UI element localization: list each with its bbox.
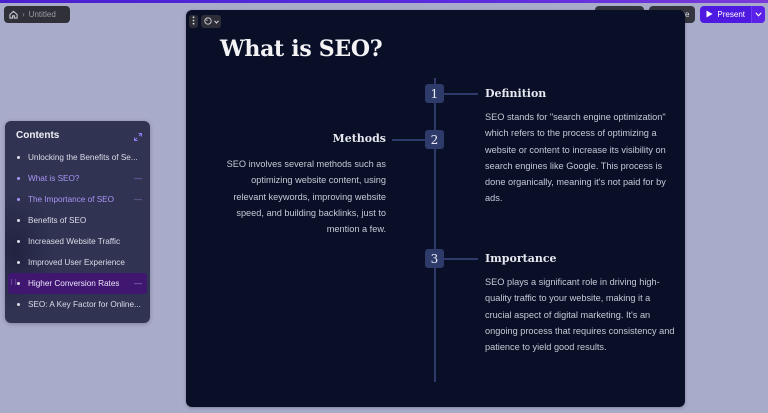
toc-item-label: The Importance of SEO bbox=[28, 195, 115, 204]
step-heading[interactable]: Definition bbox=[485, 87, 547, 100]
toc-item-label: Benefits of SEO bbox=[28, 216, 87, 225]
toc-item[interactable]: SEO: A Key Factor for Online... bbox=[5, 294, 150, 315]
toc-item-label: Increased Website Traffic bbox=[28, 237, 121, 246]
bullet-icon bbox=[17, 282, 20, 285]
step-body[interactable]: SEO plays a significant role in driving … bbox=[485, 277, 675, 353]
slide-menu-button[interactable] bbox=[189, 15, 198, 28]
present-label: Present bbox=[717, 10, 745, 19]
toc-item[interactable]: Improved User Experience bbox=[5, 252, 150, 273]
home-icon[interactable] bbox=[9, 10, 18, 19]
toc-item-active[interactable]: What is SEO? — bbox=[5, 168, 150, 189]
bullet-icon bbox=[17, 303, 20, 306]
palette-icon bbox=[203, 16, 212, 27]
timeline-line bbox=[434, 78, 436, 382]
bullet-icon bbox=[17, 261, 20, 264]
toc-title: Contents bbox=[16, 130, 60, 141]
step-heading[interactable]: Importance bbox=[485, 252, 557, 265]
present-button[interactable]: Present bbox=[700, 6, 751, 23]
step-number-badge: 2 bbox=[425, 130, 444, 149]
toc-item-label: SEO: A Key Factor for Online... bbox=[28, 300, 141, 309]
vertical-dots-icon bbox=[192, 16, 195, 27]
timeline-connector bbox=[444, 93, 478, 95]
table-of-contents-panel: Contents Unlocking the Benefits of Se...… bbox=[5, 121, 150, 323]
slide-theme-button[interactable] bbox=[201, 15, 221, 28]
chevron-right-icon: › bbox=[22, 10, 25, 19]
bullet-icon bbox=[17, 198, 20, 201]
toc-item[interactable]: Unlocking the Benefits of Se... bbox=[5, 147, 150, 168]
timeline-connector bbox=[392, 139, 426, 141]
step-body[interactable]: SEO stands for "search engine optimizati… bbox=[485, 112, 666, 204]
bullet-icon bbox=[17, 219, 20, 222]
play-icon bbox=[706, 10, 713, 20]
chevron-down-icon bbox=[213, 17, 219, 26]
bullet-icon bbox=[17, 177, 20, 180]
toc-item-active[interactable]: The Importance of SEO — bbox=[5, 189, 150, 210]
chevron-down-icon bbox=[755, 10, 762, 19]
expand-icon[interactable] bbox=[134, 128, 142, 141]
toc-list: Unlocking the Benefits of Se... What is … bbox=[5, 147, 150, 315]
toc-item-more-icon[interactable]: — bbox=[134, 174, 142, 183]
step-body[interactable]: SEO involves several methods such as opt… bbox=[226, 159, 386, 235]
step-number-badge: 3 bbox=[425, 249, 444, 268]
slide-tools bbox=[189, 15, 221, 28]
toc-item-more-icon[interactable]: — bbox=[134, 195, 142, 204]
toc-item-hovered[interactable]: ⠇⠇ Higher Conversion Rates — bbox=[8, 273, 147, 294]
drag-handle-icon[interactable]: ⠇⠇ bbox=[10, 280, 19, 287]
timeline-connector bbox=[444, 258, 478, 260]
present-button-group: Present bbox=[700, 6, 765, 23]
toc-item[interactable]: Benefits of SEO bbox=[5, 210, 150, 231]
toc-item-more-icon[interactable]: — bbox=[134, 279, 142, 288]
toc-item-label: Unlocking the Benefits of Se... bbox=[28, 153, 138, 162]
bullet-icon bbox=[17, 156, 20, 159]
toc-item-label: Higher Conversion Rates bbox=[28, 279, 120, 288]
bullet-icon bbox=[17, 240, 20, 243]
toc-item-label: Improved User Experience bbox=[28, 258, 125, 267]
breadcrumb: › Untitled bbox=[4, 6, 70, 23]
slide-title[interactable]: What is SEO? bbox=[220, 36, 383, 62]
step-number-badge: 1 bbox=[425, 84, 444, 103]
slide-canvas[interactable]: What is SEO? 1 Definition SEO stands for… bbox=[186, 10, 685, 407]
toc-item-label: What is SEO? bbox=[28, 174, 80, 183]
step-heading[interactable]: Methods bbox=[332, 132, 386, 145]
present-options-dropdown[interactable] bbox=[751, 6, 765, 23]
toc-item[interactable]: Increased Website Traffic bbox=[5, 231, 150, 252]
top-accent-bar bbox=[0, 0, 768, 3]
document-title[interactable]: Untitled bbox=[28, 10, 56, 19]
